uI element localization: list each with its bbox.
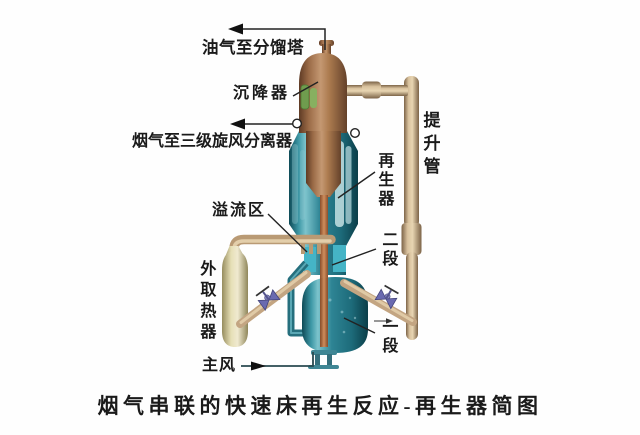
right-catalyst-pipe	[340, 279, 417, 326]
label-second-stage: 二段	[379, 231, 397, 269]
first-stage-pointer	[343, 317, 376, 334]
label-overflow-zone: 溢流区	[212, 202, 267, 219]
valve-icon	[374, 284, 399, 310]
vent-circle-icon	[350, 127, 361, 138]
regenerator-pointer	[337, 171, 376, 199]
standpipe	[287, 260, 312, 337]
spent-catalyst-pipe	[320, 278, 328, 346]
vent-circle-icon	[292, 118, 303, 129]
main-air-line	[241, 352, 314, 371]
second-stage-window	[333, 245, 346, 272]
label-riser: 提升管	[420, 111, 440, 180]
label-oil-gas-to-fractionator: 油气至分馏塔	[202, 38, 304, 57]
label-flue-gas-to-cyclone: 烟气至三级旋风分离器	[132, 133, 293, 150]
label-external-heat-extractor: 外取热器	[197, 260, 215, 344]
external-heat-extractor-vessel	[222, 246, 248, 347]
oil-gas-outlet-line	[240, 28, 326, 50]
flow-arrow-right-pipe	[374, 318, 393, 324]
label-main-air: 主风	[202, 357, 237, 374]
valve-icon	[255, 285, 281, 311]
vessel-support	[311, 350, 337, 355]
diagram-caption: 烟气串联的快速床再生反应-再生器简图	[97, 394, 543, 418]
right-arrow-icon	[251, 361, 266, 371]
label-first-stage: 一段	[379, 318, 397, 356]
annotation-lines	[240, 28, 377, 334]
left-arrow-icon	[230, 118, 245, 130]
first-stage-vessel	[302, 277, 368, 369]
cyclone-tube	[345, 146, 352, 224]
spent-catalyst-pipe	[320, 195, 328, 347]
second-stage-pointer	[331, 248, 377, 266]
label-settler: 沉降器	[233, 85, 291, 102]
left-arrow-icon	[228, 23, 243, 35]
label-regenerator: 再生器	[375, 152, 393, 209]
overflow-pointer	[267, 213, 308, 253]
settler-pointer	[292, 81, 319, 97]
